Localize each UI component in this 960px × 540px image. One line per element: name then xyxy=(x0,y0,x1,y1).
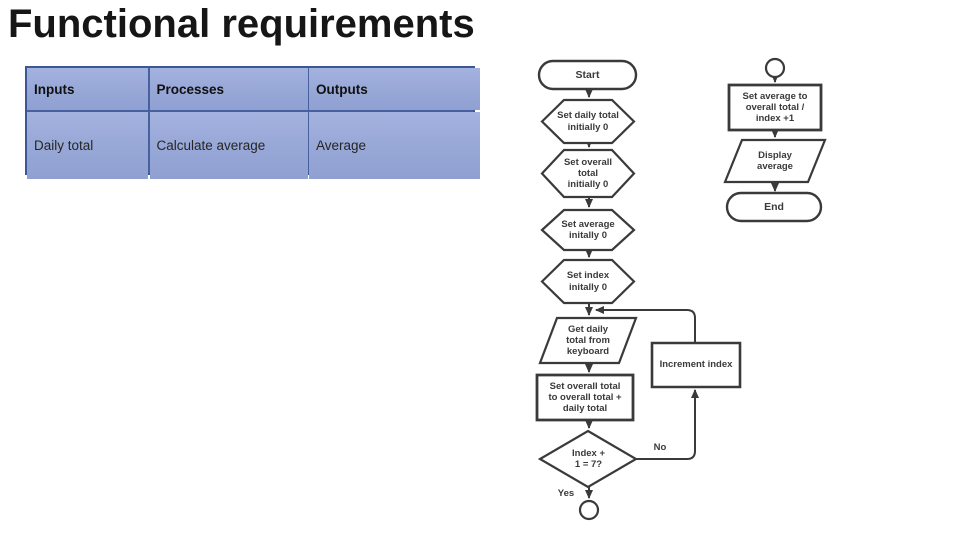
arrow-increment-loopback xyxy=(595,306,695,343)
add-daily-total-process-shape xyxy=(537,375,633,420)
table-header-outputs: Outputs xyxy=(309,68,480,110)
connector-top-circle xyxy=(766,59,784,77)
table-header-processes: Processes xyxy=(149,68,308,110)
index-decision-shape xyxy=(540,431,636,487)
set-index-preparation-shape xyxy=(542,260,634,303)
calc-average-process-shape xyxy=(729,85,821,130)
arrow-decision-no-to-increment xyxy=(636,389,699,459)
increment-index-process-shape xyxy=(652,343,740,387)
page-title: Functional requirements xyxy=(8,2,475,46)
display-average-output-shape xyxy=(725,140,825,182)
end-terminator-shape xyxy=(727,193,821,221)
set-average-preparation-shape xyxy=(542,210,634,250)
table-header-inputs: Inputs xyxy=(27,68,148,110)
requirements-table: Inputs Processes Outputs Daily total Cal… xyxy=(25,66,480,179)
start-terminator-shape xyxy=(539,61,636,89)
table-cell-input: Daily total xyxy=(27,111,148,179)
get-daily-total-input-shape xyxy=(540,318,636,363)
set-daily-total-preparation-shape xyxy=(542,100,634,143)
table-cell-process: Calculate average xyxy=(149,111,308,179)
table-cell-output: Average xyxy=(309,111,480,179)
connector-bottom-circle xyxy=(580,501,598,519)
set-overall-total-preparation-shape xyxy=(542,150,634,197)
